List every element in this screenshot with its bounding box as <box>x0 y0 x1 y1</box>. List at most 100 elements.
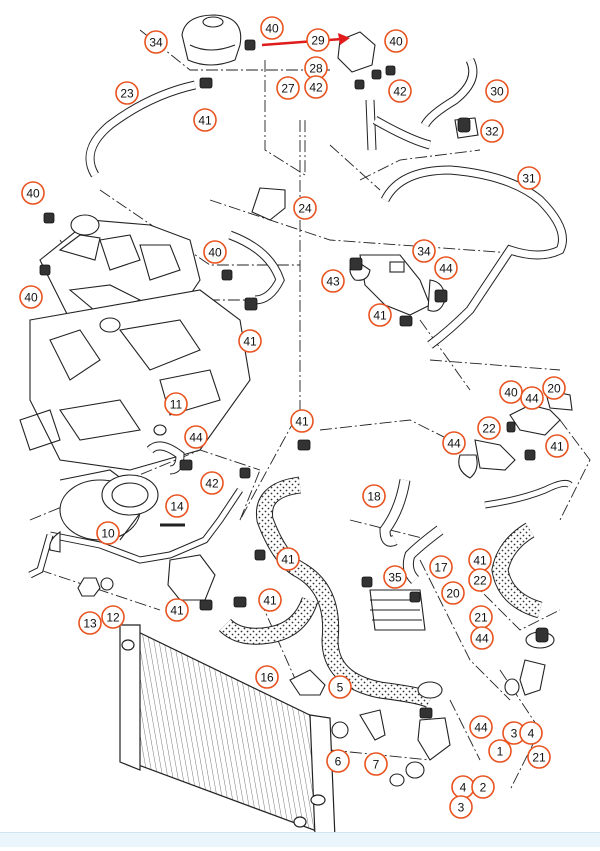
callout-circle <box>255 665 279 689</box>
callout-label: 41 <box>473 554 487 568</box>
callout-32: 32 <box>480 119 504 143</box>
callout-circle <box>545 434 569 458</box>
callout-40: 40 <box>260 16 284 40</box>
callout-circle <box>520 386 544 410</box>
callout-5: 5 <box>328 675 352 699</box>
hose-clamps <box>39 39 549 719</box>
callout-circle <box>362 484 386 508</box>
callout-label: 4 <box>528 727 535 741</box>
callout-label: 42 <box>309 81 323 95</box>
callout-10: 10 <box>96 521 120 545</box>
callout-label: 29 <box>311 34 325 48</box>
callout-circle <box>276 76 300 100</box>
callout-label: 44 <box>189 431 203 445</box>
coolant-pipes <box>28 488 243 579</box>
hoses <box>85 57 573 584</box>
callout-label: 40 <box>24 291 38 305</box>
callout-20: 20 <box>441 581 465 605</box>
callout-circle <box>293 196 317 220</box>
callout-44: 44 <box>469 715 493 739</box>
callout-label: 18 <box>367 490 381 504</box>
callout-label: 41 <box>170 604 184 618</box>
callout-circle <box>442 431 466 455</box>
callout-circle <box>200 471 224 495</box>
callout-1: 1 <box>488 739 512 763</box>
callout-41: 41 <box>193 108 217 132</box>
callout-29: 29 <box>306 28 330 52</box>
callout-label: 40 <box>26 187 40 201</box>
callout-circle <box>306 28 330 52</box>
callout-label: 6 <box>335 755 342 769</box>
callout-label: 40 <box>208 246 222 260</box>
callout-circle <box>449 795 473 819</box>
callout-30: 30 <box>485 79 509 103</box>
callout-label: 1 <box>497 745 504 759</box>
callout-circle <box>517 166 541 190</box>
callout-label: 3 <box>511 727 518 741</box>
callout-label: 5 <box>337 681 344 695</box>
callout-28: 28 <box>304 56 328 80</box>
callout-label: 4 <box>460 781 467 795</box>
callout-16: 16 <box>255 665 279 689</box>
callout-circle <box>203 240 227 264</box>
callout-20: 20 <box>542 376 566 400</box>
callout-label: 41 <box>373 309 387 323</box>
callout-label: 40 <box>389 35 403 49</box>
callout-label: 14 <box>170 500 184 514</box>
bottom-strip <box>0 832 600 847</box>
callout-44: 44 <box>520 386 544 410</box>
callout-circle <box>470 626 494 650</box>
callout-11: 11 <box>164 392 188 416</box>
callout-circle <box>21 181 45 205</box>
callout-label: 44 <box>439 262 453 276</box>
callout-12: 12 <box>101 605 125 629</box>
callout-34: 34 <box>144 30 168 54</box>
callout-label: 3 <box>458 801 465 815</box>
callout-40: 40 <box>19 285 43 309</box>
callout-circle <box>193 108 217 132</box>
callout-40: 40 <box>384 29 408 53</box>
callout-circle <box>321 269 345 293</box>
callout-label: 10 <box>101 527 115 541</box>
callout-7: 7 <box>364 752 388 776</box>
callout-circle <box>542 376 566 400</box>
callout-label: 42 <box>393 85 407 99</box>
callout-circle <box>328 675 352 699</box>
callout-label: 12 <box>106 611 120 625</box>
callout-41: 41 <box>368 303 392 327</box>
callout-circle <box>429 555 453 579</box>
callout-circle <box>383 565 407 589</box>
callout-40: 40 <box>21 181 45 205</box>
callout-label: 44 <box>525 392 539 406</box>
callout-label: 35 <box>388 571 402 585</box>
callout-42: 42 <box>304 75 328 99</box>
callout-41: 41 <box>258 588 282 612</box>
callout-44: 44 <box>434 256 458 280</box>
expansion-tank <box>181 14 242 66</box>
callout-circle <box>258 588 282 612</box>
callout-label: 7 <box>373 758 380 772</box>
callout-circle <box>115 81 139 105</box>
callout-41: 41 <box>545 434 569 458</box>
callout-2: 2 <box>471 775 495 799</box>
callout-label: 40 <box>265 22 279 36</box>
callout-circle <box>488 739 512 763</box>
callout-circle <box>260 16 284 40</box>
callout-label: 42 <box>205 477 219 491</box>
callout-label: 41 <box>263 594 277 608</box>
callout-label: 17 <box>434 561 448 575</box>
callout-circle <box>304 75 328 99</box>
callout-label: 28 <box>309 62 323 76</box>
callout-circle <box>290 409 314 433</box>
callout-22: 22 <box>477 416 501 440</box>
callout-label: 20 <box>446 587 460 601</box>
callout-13: 13 <box>78 611 102 635</box>
callout-23: 23 <box>115 81 139 105</box>
callout-44: 44 <box>442 431 466 455</box>
callout-circle <box>165 598 189 622</box>
callout-circle <box>441 581 465 605</box>
callout-24: 24 <box>293 196 317 220</box>
callout-34: 34 <box>412 239 436 263</box>
